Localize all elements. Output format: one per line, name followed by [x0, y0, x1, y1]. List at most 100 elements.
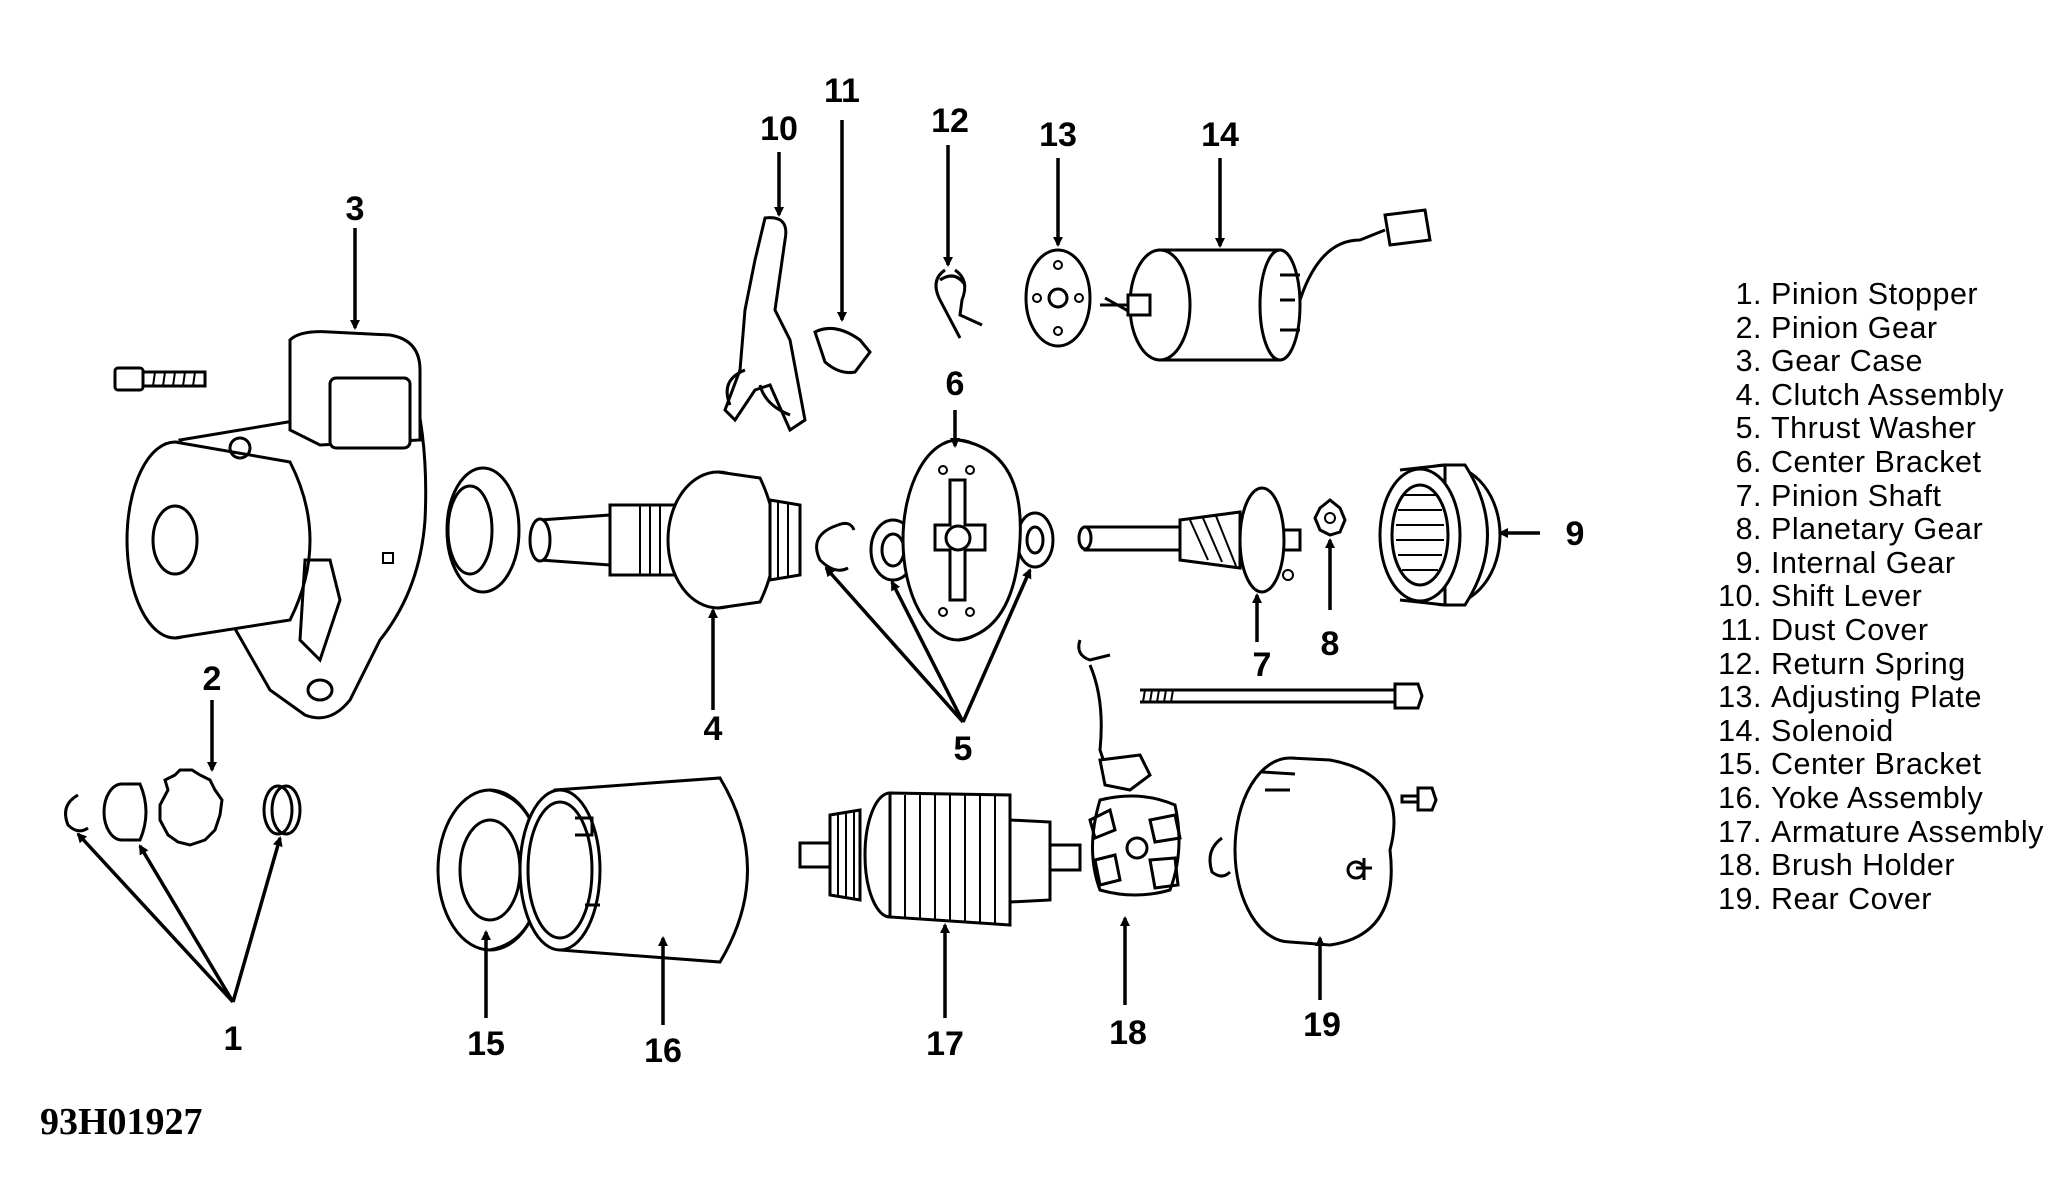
- leader-1a: [76, 832, 235, 1004]
- legend-label: Return Spring: [1771, 646, 1966, 681]
- rear-cover-drawing: [1208, 756, 1396, 947]
- parts-legend: 1. Pinion Stopper 2. Pinion Gear 3. Gear Case…: [1700, 277, 2044, 917]
- callout-1: 1: [224, 1020, 243, 1058]
- legend-label: Yoke Assembly: [1771, 780, 1984, 815]
- legend-number: 15.: [1718, 747, 1762, 782]
- legend-number: 10.: [1718, 579, 1762, 614]
- callout-15: 15: [467, 1025, 505, 1063]
- legend-number: 18.: [1718, 848, 1762, 883]
- callout-8: 8: [1321, 625, 1340, 663]
- legend-label: Pinion Gear: [1771, 310, 1938, 345]
- callout-10: 10: [760, 110, 798, 148]
- legend-label: Gear Case: [1771, 344, 1923, 379]
- legend-label: Solenoid: [1771, 713, 1894, 748]
- legend-item: 2. Pinion Gear: [1700, 310, 2044, 346]
- legend-item: 6. Center Bracket: [1700, 444, 2044, 480]
- planetary-gear-drawing: [1313, 498, 1347, 537]
- legend-number: 11.: [1720, 612, 1762, 647]
- shift-lever-drawing: [723, 216, 807, 433]
- legend-item: 14. Solenoid: [1700, 713, 2044, 749]
- pinion-shaft-drawing: [1077, 486, 1302, 594]
- legend-item: 9. Internal Gear: [1700, 545, 2044, 581]
- legend-number: 12.: [1718, 646, 1762, 681]
- legend-label: Clutch Assembly: [1771, 377, 2004, 412]
- legend-label: Center Bracket: [1771, 747, 1982, 782]
- legend-number: 13.: [1718, 680, 1762, 715]
- callout-3: 3: [346, 190, 365, 228]
- legend-label: Dust Cover: [1771, 612, 1929, 647]
- legend-item: 3. Gear Case: [1700, 344, 2044, 379]
- legend-label: Rear Cover: [1771, 881, 1932, 916]
- legend-label: Adjusting Plate: [1771, 680, 1982, 715]
- legend-number: 14.: [1718, 713, 1762, 748]
- return-spring-drawing: [934, 268, 983, 339]
- clutch-assembly-drawing: [528, 470, 802, 610]
- leader-lines: [76, 120, 1540, 1025]
- brush-holder-drawing: [1077, 639, 1182, 897]
- leader-5b: [890, 580, 965, 723]
- legend-number: 1.: [1735, 277, 1762, 311]
- callout-14: 14: [1201, 116, 1239, 154]
- callout-16: 16: [644, 1032, 682, 1070]
- dust-cover-drawing: [813, 326, 872, 374]
- legend-number: 3.: [1735, 344, 1762, 379]
- gear-case-drawing: [125, 330, 428, 720]
- legend-label: Pinion Shaft: [1771, 478, 1942, 513]
- leader-1c: [231, 836, 283, 1003]
- legend-number: 17.: [1718, 814, 1762, 849]
- center-bracket-drawing: [901, 438, 1022, 642]
- legend-label: Center Bracket: [1771, 444, 1982, 479]
- legend-number: 4.: [1735, 377, 1762, 412]
- through-bolt-drawing: [1140, 682, 1438, 812]
- armature-drawing: [798, 791, 1082, 927]
- callout-17: 17: [926, 1025, 964, 1063]
- legend-item: 17. Armature Assembly: [1700, 814, 2044, 850]
- callout-9: 9: [1566, 515, 1585, 553]
- solenoid-drawing: [1100, 208, 1432, 362]
- legend-number: 16.: [1718, 780, 1762, 815]
- legend-label: Planetary Gear: [1771, 512, 1984, 547]
- legend-item: 13. Adjusting Plate: [1700, 680, 2044, 715]
- leader-5c: [961, 568, 1032, 723]
- legend-label: Armature Assembly: [1771, 814, 2044, 849]
- legend-item: 12. Return Spring: [1700, 646, 2044, 682]
- callout-11: 11: [824, 72, 860, 110]
- legend-item: 10. Shift Lever: [1700, 580, 2044, 614]
- yoke-group-drawing: [436, 776, 749, 964]
- drive-ring-drawing: [445, 466, 521, 594]
- legend-number: 7.: [1735, 478, 1762, 513]
- legend-item: 1. Pinion Stopper: [1700, 277, 2044, 312]
- callout-13: 13: [1039, 116, 1077, 154]
- figure-code: 93H01927: [40, 1101, 203, 1143]
- legend-item: 8. Planetary Gear: [1700, 512, 2044, 547]
- legend-number: 8.: [1735, 512, 1762, 547]
- legend-number: 2.: [1735, 310, 1762, 345]
- legend-item: 18. Brush Holder: [1700, 848, 2044, 883]
- internal-gear-drawing: [1378, 463, 1502, 607]
- callout-12: 12: [931, 102, 969, 140]
- pinion-parts-drawing: [64, 768, 302, 847]
- adjusting-plate-drawing: [1024, 248, 1092, 348]
- legend-number: 19.: [1718, 881, 1762, 916]
- legend-number: 6.: [1735, 444, 1762, 479]
- legend-label: Brush Holder: [1771, 848, 1955, 883]
- callout-5: 5: [954, 730, 973, 768]
- callout-6: 6: [946, 365, 965, 403]
- legend-label: Thrust Washer: [1771, 411, 1977, 446]
- legend-label: Pinion Stopper: [1771, 277, 1979, 311]
- leader-1b: [138, 844, 235, 1003]
- legend-item: 7. Pinion Shaft: [1700, 478, 2044, 514]
- case-bolt-drawing: [113, 366, 207, 392]
- legend-label: Shift Lever: [1771, 579, 1923, 614]
- legend-label: Internal Gear: [1771, 545, 1956, 580]
- legend-item: 11. Dust Cover: [1700, 612, 2044, 648]
- callout-numbers: 1 2 3 4 5 6 7 8 9 10 11 12 13 14 15 16 1…: [203, 72, 1585, 1070]
- callout-19: 19: [1303, 1006, 1341, 1044]
- legend-number: 9.: [1735, 545, 1762, 580]
- callout-7: 7: [1253, 646, 1272, 684]
- legend-item: 16. Yoke Assembly: [1700, 780, 2044, 816]
- legend-item: 15. Center Bracket: [1700, 748, 2044, 782]
- callout-2: 2: [203, 660, 222, 698]
- legend-item: 19. Rear Cover: [1700, 881, 2044, 917]
